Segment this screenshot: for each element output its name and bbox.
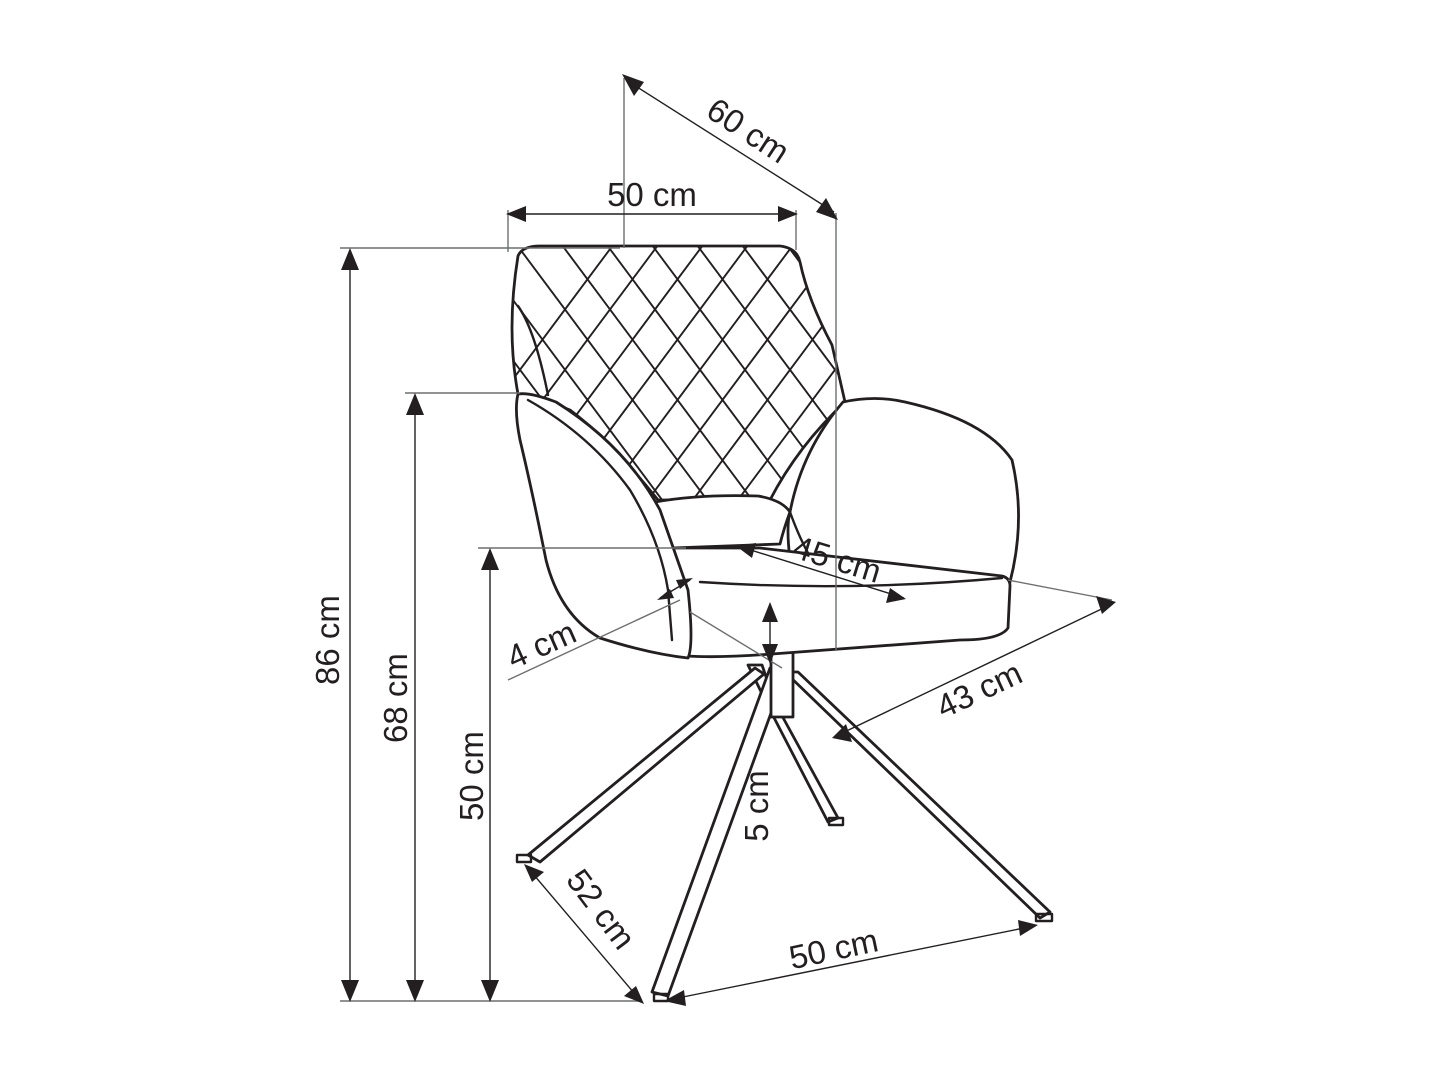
- label-armrest-height: 68 cm: [377, 653, 414, 743]
- base-52-line: [527, 867, 641, 1001]
- label-total-height: 86 cm: [309, 595, 346, 685]
- left-armrest-piping: [526, 398, 674, 642]
- seat-width-43-line: [835, 603, 1113, 737]
- seat-depth-45-line: [737, 545, 905, 599]
- seat-front-edge: [698, 576, 1004, 588]
- foot-cap: [515, 853, 533, 864]
- backrest-seam: [516, 304, 550, 397]
- label-overall-width: 50 cm: [607, 176, 697, 213]
- label-seat-width: 43 cm: [931, 654, 1028, 726]
- seat: [670, 546, 1012, 659]
- base-50-line: [667, 925, 1035, 1001]
- label-arm-thickness: 4 cm: [501, 613, 581, 676]
- dimension-arrowheads: [341, 74, 1116, 1006]
- left-armrest: [515, 392, 693, 660]
- label-base-depth: 52 cm: [559, 862, 643, 956]
- depth-60-line: [625, 79, 835, 213]
- chair-legs: [515, 650, 1054, 1003]
- swivel-column: [769, 650, 795, 719]
- foot-cap: [652, 992, 670, 1003]
- label-base-width: 50 cm: [786, 921, 882, 976]
- chair-illustration: [510, 244, 1054, 1003]
- front-left-leg: [526, 666, 766, 864]
- dimension-lines: [340, 78, 1113, 1002]
- label-swivel-clearance: 5 cm: [738, 770, 775, 842]
- back-cushion: [653, 494, 792, 550]
- label-seat-height: 50 cm: [453, 731, 490, 821]
- foot-cap: [1034, 912, 1054, 923]
- foot-cap: [827, 816, 845, 827]
